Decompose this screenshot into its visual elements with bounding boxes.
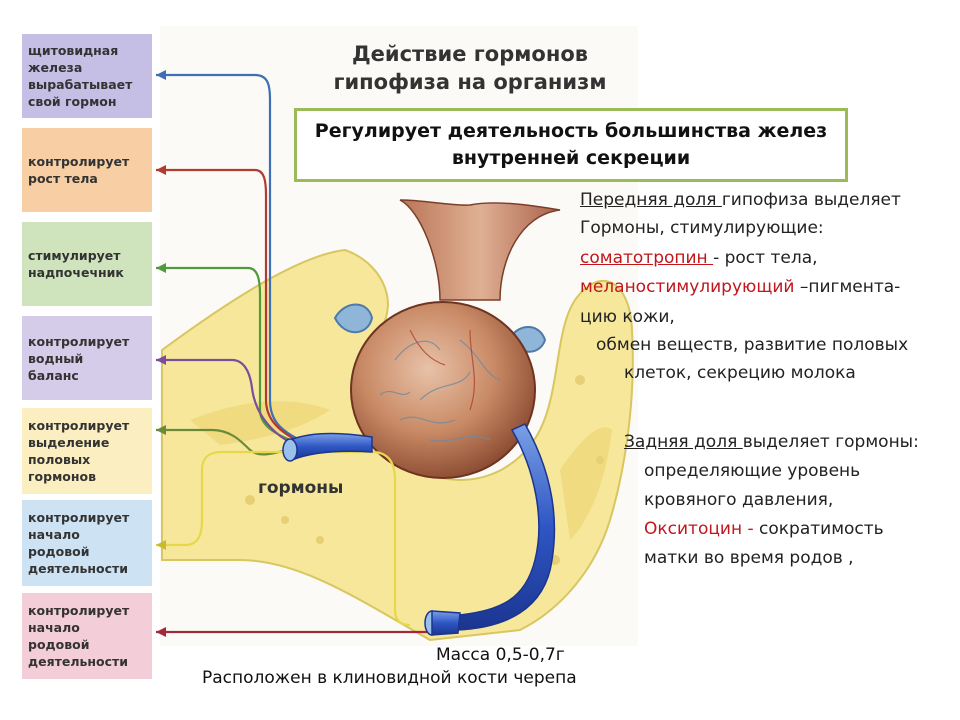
anterior-line2: Гормоны, стимулирующие:	[580, 218, 824, 238]
anterior-line6: обмен веществ, развитие половых	[596, 335, 909, 355]
label-thyroid: щитовидная железа вырабатывает свой горм…	[22, 34, 152, 118]
hormone-vessels	[282, 423, 556, 636]
mass-label: Масса 0,5-0,7г	[436, 645, 565, 665]
hormones-label: гормоны	[258, 478, 344, 498]
anterior-melanostimulating: меланостимулирующий –пигмента-	[580, 277, 901, 297]
posterior-line3: кровяного давления,	[644, 490, 834, 510]
label-adrenal: стимулирует надпочечник	[22, 222, 152, 306]
hormone-pathways	[156, 73, 428, 634]
posterior-oxytocin: Окситоцин - сократимость	[644, 519, 884, 539]
sinus-left	[333, 303, 374, 334]
posterior-heading: Задняя доля выделяет гормоны:	[624, 432, 919, 452]
label-labor-onset-2: контролирует начало родовой деятельности	[22, 593, 152, 679]
label-sex-hormones: контролирует выделение половых гормонов	[22, 408, 152, 494]
function-banner: Регулирует деятельность большинства желе…	[294, 108, 848, 182]
posterior-line5: матки во время родов ,	[644, 548, 854, 568]
anterior-somatotropin: соматотропин - рост тела,	[580, 248, 818, 268]
page-title: Действие гормонов гипофиза на организм	[333, 42, 607, 94]
anterior-heading: Передняя доля гипофиза выделяет	[580, 190, 901, 210]
label-body-growth: контролирует рост тела	[22, 128, 152, 212]
label-labor-onset-1: контролирует начало родовой деятельности	[22, 500, 152, 586]
sphenoid-bone	[161, 248, 634, 642]
anterior-line7: клеток, секрецию молока	[624, 363, 856, 383]
label-water-balance: контролирует водный баланс	[22, 316, 152, 400]
pituitary-gland	[350, 301, 536, 479]
arrow-heads	[156, 70, 166, 637]
anterior-line5: цию кожи,	[580, 307, 675, 327]
posterior-line2: определяющие уровень	[644, 461, 861, 481]
location-label: Расположен в клиновидной кости черепа	[202, 668, 577, 688]
pituitary-stalk	[399, 199, 561, 301]
